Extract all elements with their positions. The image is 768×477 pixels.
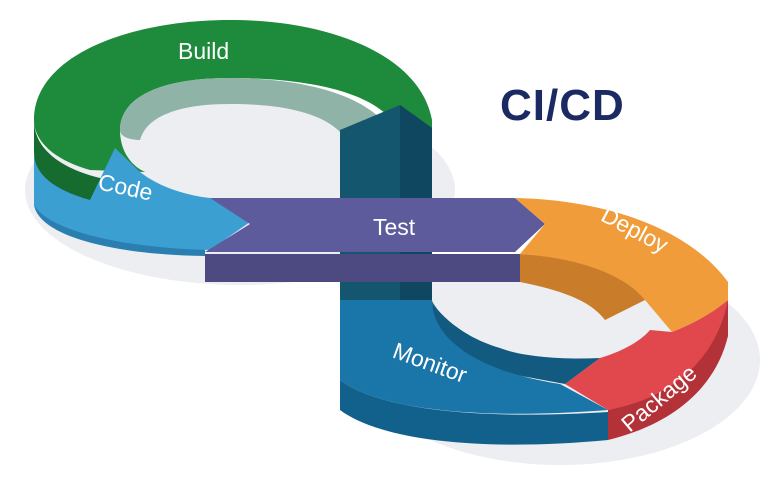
code-segment (34, 148, 250, 256)
deploy-segment (515, 198, 728, 332)
monitor-segment (340, 300, 608, 445)
stage-label-test: Test (373, 214, 416, 240)
diagram-title: CI/CD (500, 81, 625, 130)
package-segment (565, 300, 728, 440)
stage-label-build: Build (178, 38, 229, 64)
test-segment (205, 198, 545, 282)
